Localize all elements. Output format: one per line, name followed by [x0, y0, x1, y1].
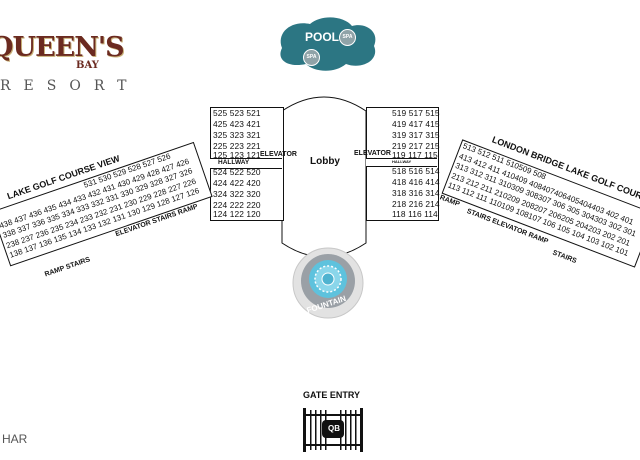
spa-bottom-label: SPA [303, 49, 320, 66]
west-room-row: 424 422 420 [213, 178, 261, 188]
west-room-row: 124 122 120 [213, 209, 261, 219]
east-hallway [366, 158, 437, 167]
east-room-row: 418 416 414 [392, 177, 440, 187]
spa-top-label: SPA [339, 29, 356, 46]
east-room-row: 519 517 515 [392, 108, 440, 118]
west-room-row: 224 222 220 [213, 200, 261, 210]
logo-resort-text: RESORT [0, 78, 140, 94]
gate-icon [303, 408, 363, 452]
west-room-row: 225 223 221 [213, 141, 261, 151]
east-room-row: 419 417 415 [392, 119, 440, 129]
london-bridge-wing: LONDON BRIDGE LAKE GOLF COURSE 513 512 5… [439, 134, 640, 268]
west-elevator-label: ELEVATOR [260, 151, 297, 158]
west-room-row: 125 123 121 [213, 150, 261, 160]
lake-wing-left-labels: RAMP STAIRS [43, 256, 92, 279]
west-room-row: 325 323 321 [213, 130, 261, 140]
gate-badge: QB [328, 424, 340, 433]
west-hallway [210, 158, 282, 169]
resort-logo: QUEEN'S BAY RESORT [0, 26, 126, 101]
lobby-label: Lobby [310, 156, 340, 167]
lake-golf-wing: LAKE GOLF COURSE VIEW 531 530 529 528 52… [0, 141, 214, 278]
gate-entry-label: GATE ENTRY [303, 390, 361, 400]
lobby-shape [281, 96, 367, 258]
east-room-row: 518 516 514 [392, 166, 440, 176]
east-elevator-label: ELEVATOR [354, 150, 391, 157]
fountain-shape [292, 247, 364, 319]
london-wing-stairs-label: STAIRS [551, 249, 578, 265]
east-room-row: 319 317 315 [392, 130, 440, 140]
logo-main-text: QUEEN'S [0, 32, 125, 63]
west-hallway-label: HALLWAY [218, 159, 250, 166]
west-room-row: 324 322 320 [213, 189, 261, 199]
west-room-row: 525 523 521 [213, 108, 261, 118]
east-room-row: 218 216 214 [392, 199, 440, 209]
west-room-row: 524 522 520 [213, 167, 261, 177]
logo-bay-text: BAY [76, 60, 99, 71]
east-room-row: 219 217 215 [392, 141, 440, 151]
west-room-row: 425 423 421 [213, 119, 261, 129]
east-room-row: 118 116 114 [392, 209, 438, 219]
east-room-row: 318 316 314 [392, 188, 440, 198]
east-hallway-label: HALLWAY [392, 159, 412, 164]
east-room-row: 119 117 115 [392, 150, 438, 160]
pool-label: POOL [305, 30, 340, 44]
pool-shape [280, 17, 376, 71]
corner-watermark: HAR [2, 432, 28, 446]
